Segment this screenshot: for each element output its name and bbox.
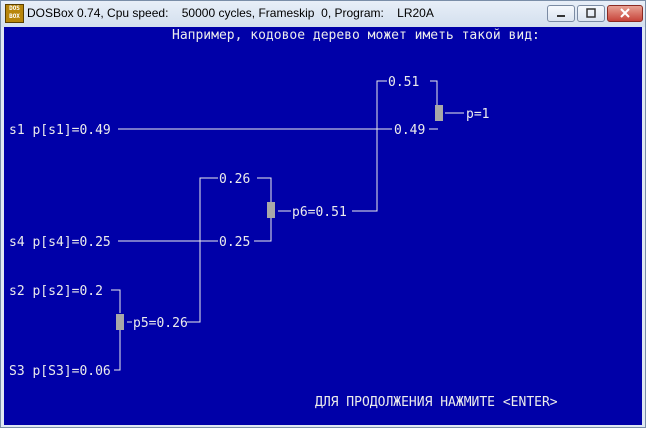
dos-screen[interactable]: Например, кодовое дерево может иметь так… [4, 27, 642, 425]
node-p6-label: p6=0.51 [292, 205, 347, 220]
maximize-icon [586, 8, 596, 18]
node-p5-label: p5=0.26 [133, 316, 188, 331]
maximize-button[interactable] [577, 5, 605, 22]
leaf-s1-label: s1 p[s1]=0.49 [9, 123, 111, 138]
edge-s3-line [114, 329, 121, 371]
tree-node-p6 [267, 202, 275, 218]
minimize-icon [557, 15, 565, 17]
leaf-s3-label: S3 p[S3]=0.06 [9, 364, 111, 379]
tree-node-p5 [116, 314, 124, 330]
node-root-label: p=1 [466, 107, 489, 122]
window-title: DOSBox 0.74, Cpu speed: 50000 cycles, Fr… [27, 6, 434, 20]
leaf-s4-label: s4 p[s4]=0.25 [9, 235, 111, 250]
edge-weight-026: 0.26 [219, 172, 250, 187]
leaf-s2-label: s2 p[s2]=0.2 [9, 284, 103, 299]
edge-026-left [187, 177, 218, 323]
screen-heading: Например, кодовое дерево может иметь так… [172, 28, 540, 43]
tree-node-root [435, 105, 443, 121]
edge-026-right [257, 177, 272, 203]
close-icon [620, 8, 630, 18]
edge-s2-line [111, 289, 121, 313]
edge-weight-051: 0.51 [388, 75, 419, 90]
continue-prompt: ДЛЯ ПРОДОЛЖЕНИЯ НАЖМИТЕ <ENTER> [315, 395, 558, 410]
minimize-button[interactable] [547, 5, 575, 22]
edge-051-left [352, 80, 387, 212]
close-button[interactable] [607, 5, 643, 22]
edge-weight-049: 0.49 [394, 123, 425, 138]
edge-051-right [430, 80, 438, 109]
code-tree-diagram: Например, кодовое дерево может иметь так… [9, 28, 558, 410]
edge-weight-025: 0.25 [219, 235, 250, 250]
edge-025-right [254, 217, 272, 242]
